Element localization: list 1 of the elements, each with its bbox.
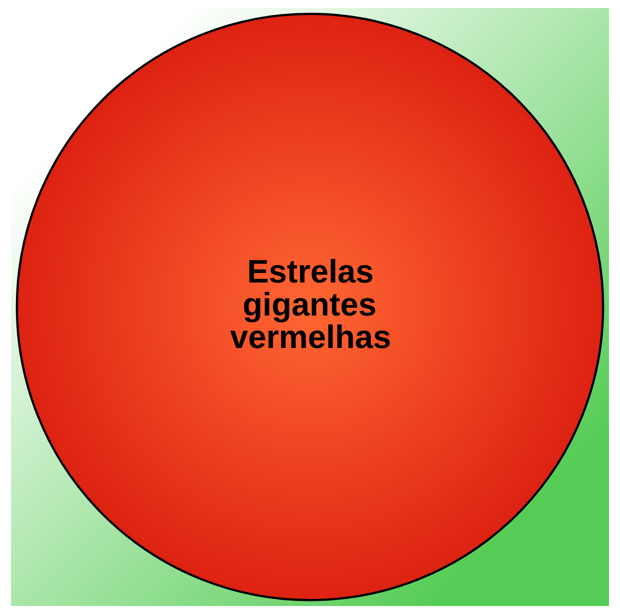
node-circle: Estrelas gigantes vermelhas xyxy=(16,12,604,602)
